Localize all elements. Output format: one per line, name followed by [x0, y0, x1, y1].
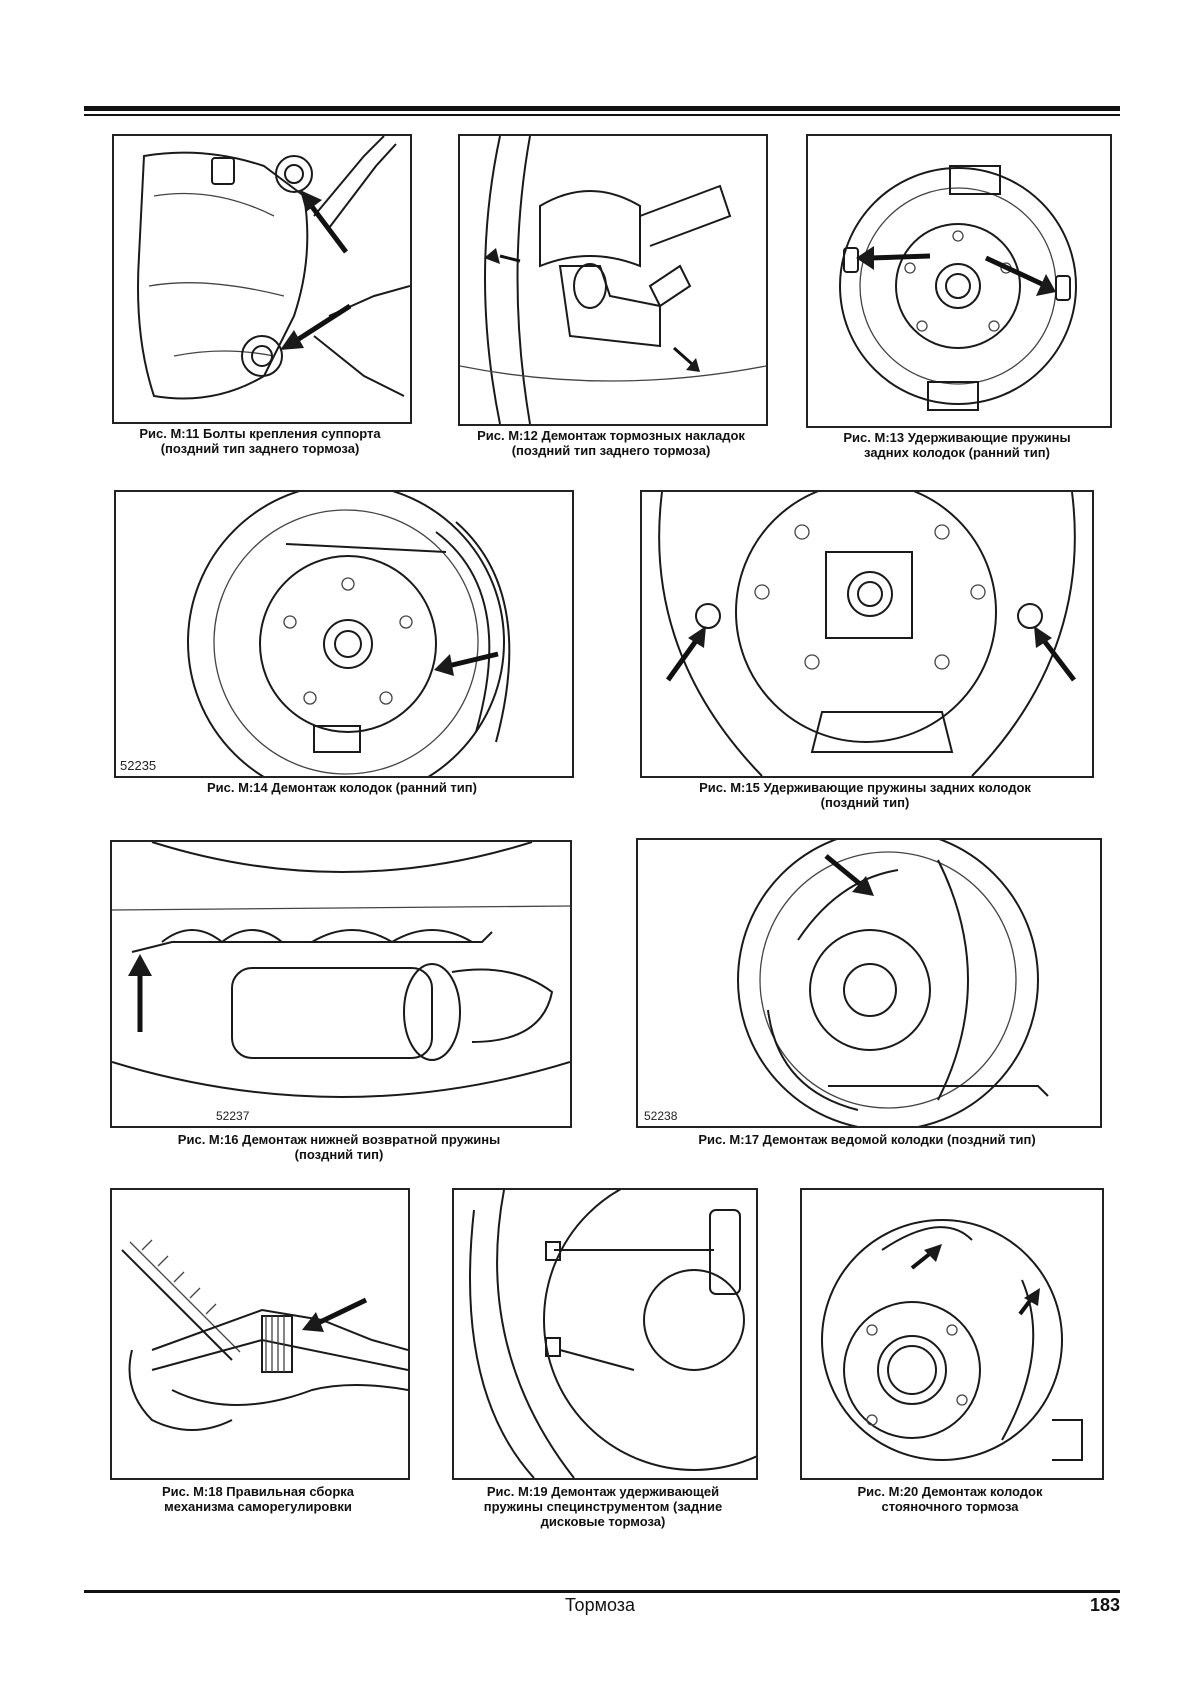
footer-rule [84, 1590, 1120, 1593]
caption-line: Рис. М:12 Демонтаж тормозных накладок [477, 428, 745, 443]
figure-m11-caption: Рис. М:11 Болты крепления суппорта (позд… [104, 426, 416, 456]
caption-line: Рис. М:11 Болты крепления суппорта [139, 426, 381, 441]
caption-line: (поздний тип заднего тормоза) [511, 443, 711, 458]
figure-m12-caption: Рис. М:12 Демонтаж тормозных накладок (п… [438, 428, 784, 458]
figure-m15-caption: Рис. М:15 Удерживающие пружины задних ко… [640, 780, 1090, 810]
caption-line: (поздний тип) [820, 795, 910, 810]
caption-line: Рис. М:20 Демонтаж колодок [857, 1484, 1043, 1499]
figure-m12-illustration [458, 134, 768, 426]
caption-line: задних колодок (ранний тип) [864, 445, 1050, 460]
figure-m19-illustration [452, 1188, 758, 1480]
caption-line: Рис. М:19 Демонтаж удерживающей [486, 1484, 720, 1499]
caption-line: пружины специнструментом (задние [483, 1499, 723, 1514]
figure-m19-caption: Рис. М:19 Демонтаж удерживающей пружины … [438, 1484, 768, 1529]
figure-m18-illustration [110, 1188, 410, 1480]
caption-line: Рис. М:16 Демонтаж нижней возвратной пру… [177, 1132, 501, 1147]
caption-line: стояночного тормоза [881, 1499, 1019, 1514]
figure-m14-illustration: 52235 [114, 490, 574, 778]
header-rule [84, 106, 1120, 116]
figure-m16-illustration: 52237 [110, 840, 572, 1128]
figure-m20-illustration [800, 1188, 1104, 1480]
figure-m16-caption: Рис. М:16 Демонтаж нижней возвратной пру… [110, 1132, 568, 1162]
figure-m17-mark: 52238 [644, 1109, 678, 1123]
caption-line: Рис. М:18 Правильная сборка [161, 1484, 355, 1499]
figure-m18-caption: Рис. М:18 Правильная сборка механизма са… [96, 1484, 420, 1514]
caption-line: Рис. М:17 Демонтаж ведомой колодки (позд… [698, 1132, 1036, 1147]
page-number: 183 [1089, 1595, 1120, 1615]
figure-m11-illustration [112, 134, 412, 424]
caption-line: Рис. М:15 Удерживающие пружины задних ко… [699, 780, 1031, 795]
footer-section-title: Тормоза [564, 1595, 636, 1615]
figure-m14-caption: Рис. М:14 Демонтаж колодок (ранний тип) [114, 780, 570, 795]
figure-m20-caption: Рис. М:20 Демонтаж колодок стояночного т… [790, 1484, 1110, 1514]
caption-line: механизма саморегулировки [164, 1499, 352, 1514]
figure-m13-illustration [806, 134, 1112, 428]
figure-m17-caption: Рис. М:17 Демонтаж ведомой колодки (позд… [636, 1132, 1098, 1147]
figure-m17-illustration: 52238 [636, 838, 1102, 1128]
figure-m13-caption: Рис. М:13 Удерживающие пружины задних ко… [790, 430, 1124, 460]
caption-line: Рис. М:13 Удерживающие пружины [843, 430, 1071, 445]
figure-m14-mark: 52235 [120, 758, 156, 773]
figure-m16-mark: 52237 [216, 1109, 250, 1123]
caption-line: Рис. М:14 Демонтаж колодок (ранний тип) [207, 780, 477, 795]
caption-line: (поздний тип) [294, 1147, 384, 1162]
figure-m15-illustration [640, 490, 1094, 778]
caption-line: дисковые тормоза) [540, 1514, 666, 1529]
caption-line: (поздний тип заднего тормоза) [160, 441, 360, 456]
